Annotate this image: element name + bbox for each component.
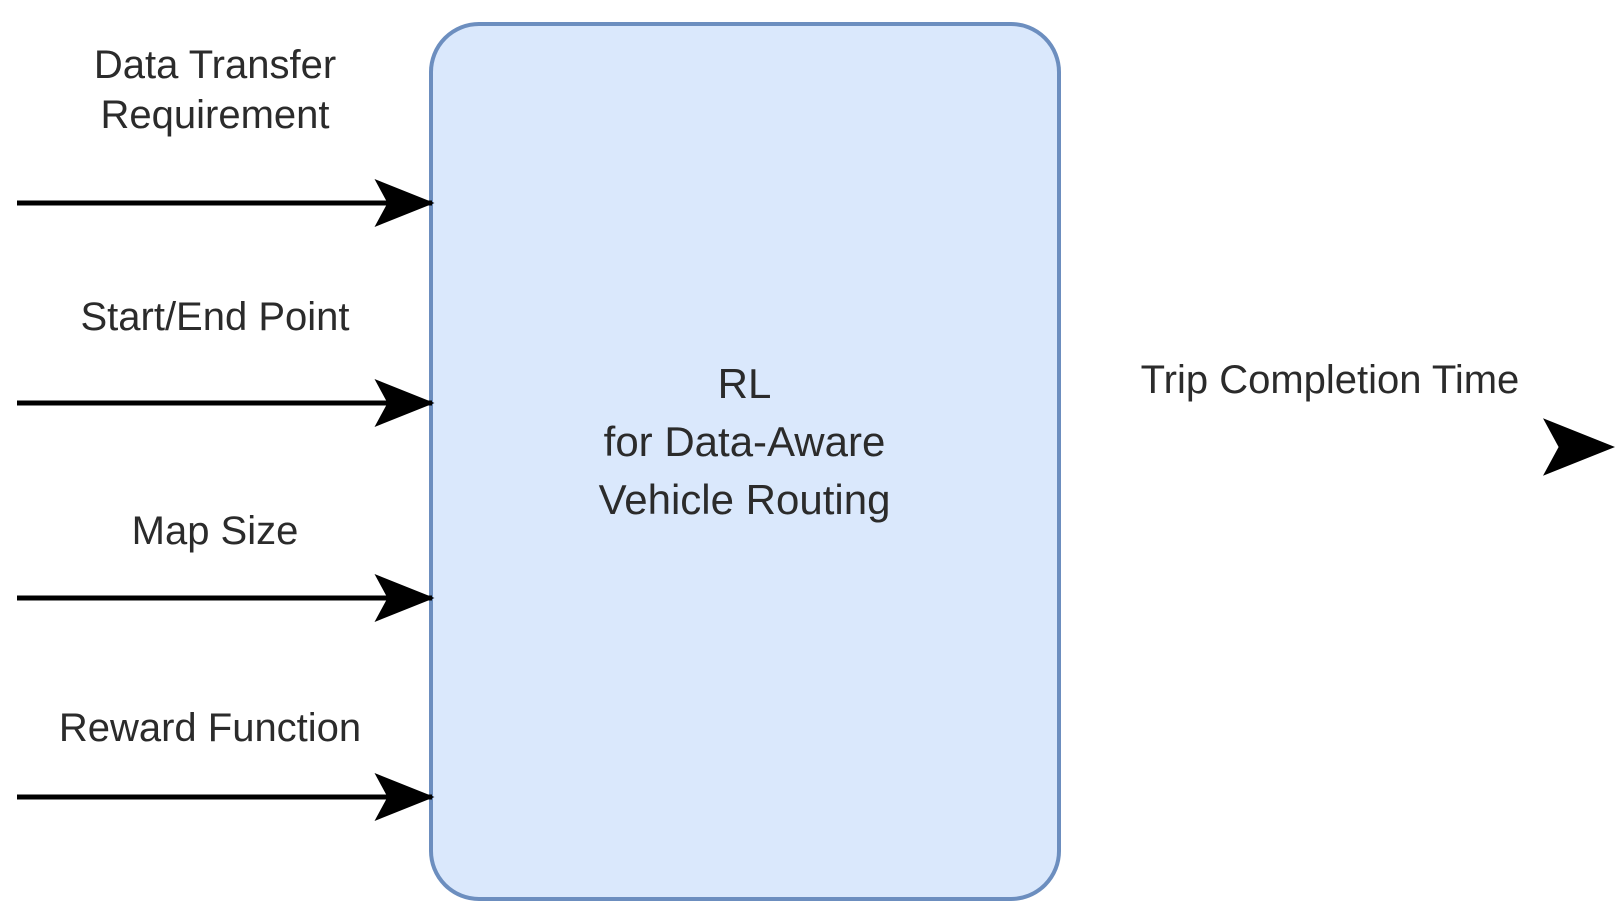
input-label-data-transfer-requirement: Data Transfer Requirement [93, 43, 337, 137]
rl-block-label: RL for Data-Aware Vehicle Routing [598, 360, 891, 523]
output-label-trip-completion-time: Trip Completion Time [1140, 358, 1520, 402]
input-label-start-end-point: Start/End Point [80, 295, 350, 339]
input-label-reward-function: Reward Function [58, 706, 362, 750]
rl-block-shape [429, 22, 1061, 901]
input-label-map-size: Map Size [131, 509, 299, 553]
